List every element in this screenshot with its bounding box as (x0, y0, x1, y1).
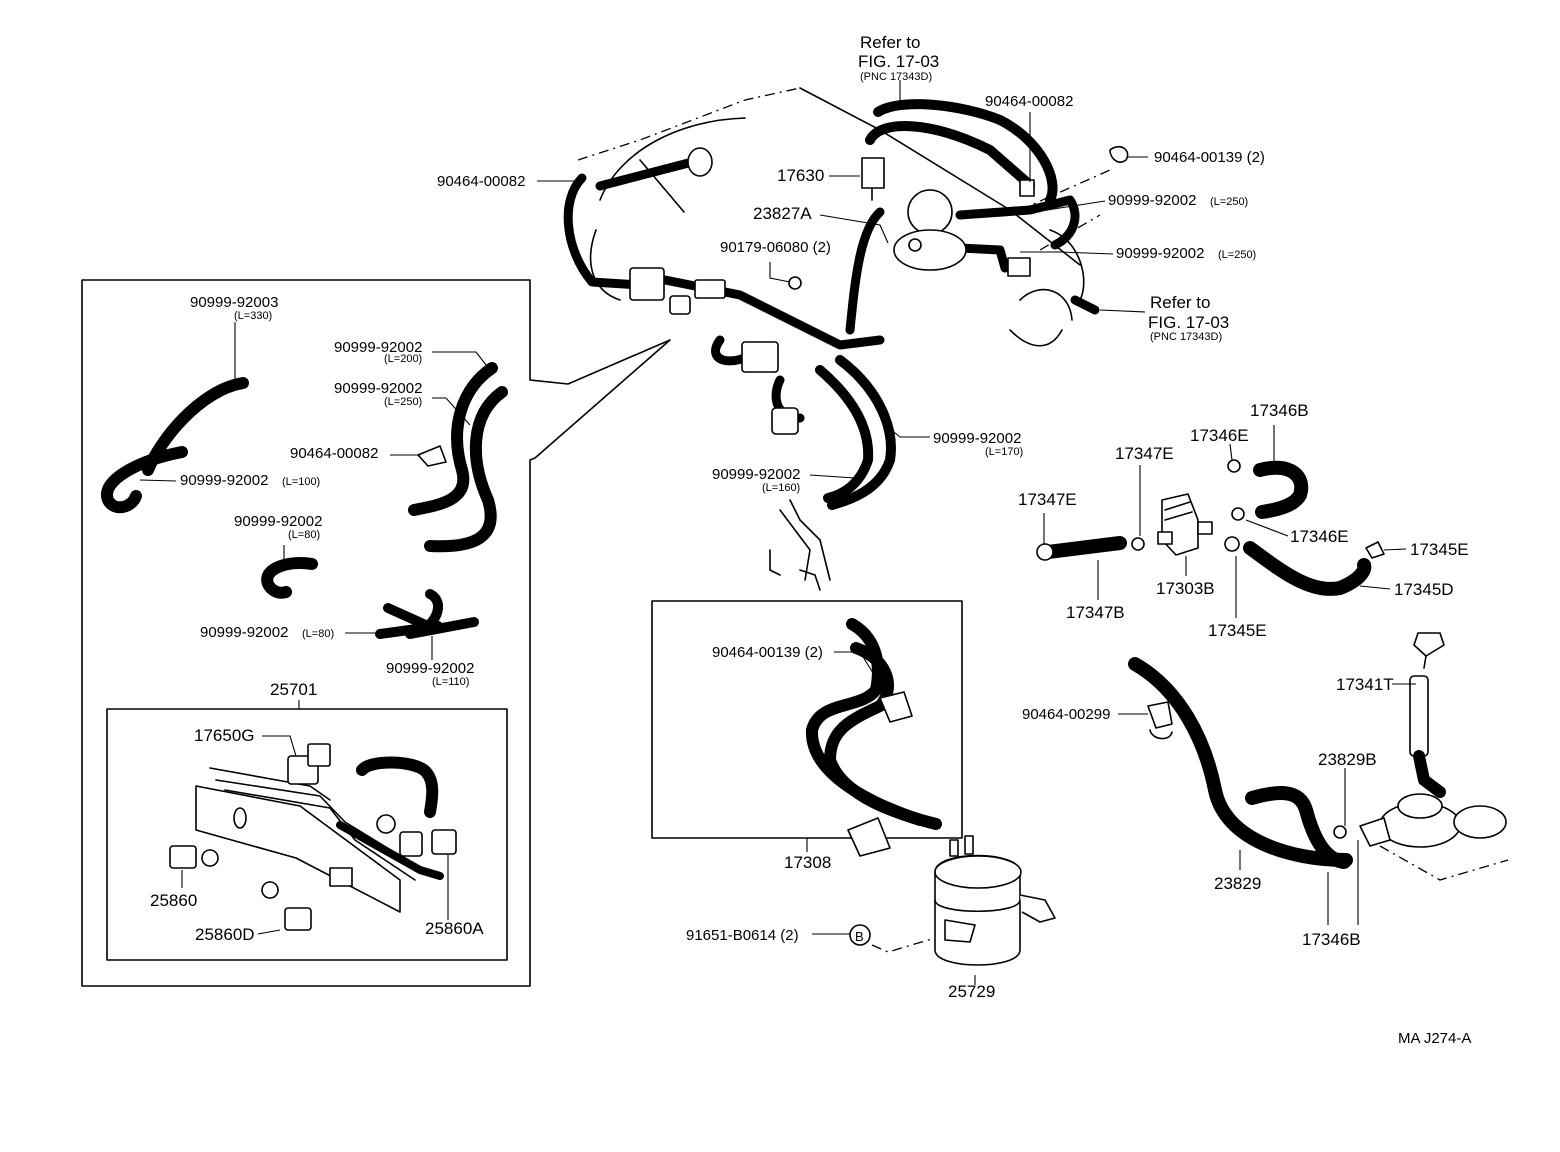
ref-right-line1: Refer to (1150, 293, 1210, 312)
label-90464-00139-top: 90464-00139 (2) (1154, 149, 1265, 166)
label-25729: 25729 (948, 982, 995, 1001)
label-90999-92002-top2: 90999-92002 (1116, 245, 1204, 262)
label-90999-92002-top1-len: (L=250) (1210, 196, 1248, 208)
ref-top-line3: (PNC 17343D) (860, 71, 932, 83)
leader-lines (537, 80, 1148, 479)
label-90999-92002-110-len: (L=110) (432, 676, 469, 688)
label-90999-92002-250: 90999-92002 (334, 380, 422, 397)
label-90999-92002-200: 90999-92002 (334, 339, 422, 356)
label-23829: 23829 (1214, 874, 1261, 893)
parts-23829-group: 17341T 90464-00299 23829B 23829 17346B (1022, 632, 1509, 949)
label-90464-00139-box: 90464-00139 (2) (712, 644, 823, 661)
label-17630: 17630 (777, 166, 824, 185)
label-90999-92002-top1: 90999-92002 (1108, 192, 1196, 209)
ref-right-line3: (PNC 17343D) (1150, 331, 1222, 343)
label-90999-92002-80a-len: (L=80) (288, 529, 320, 541)
bolt-marker-b: B (855, 929, 864, 944)
inset-17308: 90464-00139 (2) 17308 (651, 600, 963, 872)
parts-17303b-group: 17346B 17346E 17347E 17347E 17346E 17345… (1018, 401, 1469, 640)
label-90999-92002-110: 90999-92002 (386, 660, 474, 677)
label-90179-06080: 90179-06080 (2) (720, 239, 831, 256)
label-90999-92002-80a: 90999-92002 (234, 513, 322, 530)
label-17347E-b: 17347E (1018, 490, 1077, 509)
label-17346E-mid: 17346E (1290, 527, 1349, 546)
label-90999-92002-160: 90999-92002 (712, 466, 800, 483)
label-90999-92003: 90999-92003 (190, 294, 278, 311)
label-23829B: 23829B (1318, 750, 1377, 769)
engine-components (629, 145, 1129, 435)
figure-code: MA J274-A (1398, 1030, 1471, 1047)
label-17345D: 17345D (1394, 580, 1454, 599)
ref-top-line1: Refer to (860, 33, 920, 52)
ref-right-line2: FIG. 17-03 (1148, 313, 1229, 332)
label-17303B: 17303B (1156, 579, 1215, 598)
label-90999-92002-160-len: (L=160) (762, 482, 800, 494)
canister-25729: B 91651-B0614 (2) 25729 (686, 835, 1056, 1001)
label-90999-92002-170: 90999-92002 (933, 430, 1021, 447)
label-90999-92002-80b-len: (L=80) (302, 628, 334, 640)
label-90999-92002-top2-len: (L=250) (1218, 249, 1256, 261)
label-23827A: 23827A (753, 204, 812, 223)
label-90464-00299: 90464-00299 (1022, 706, 1110, 723)
label-90999-92002-250-len: (L=250) (384, 396, 422, 408)
engine-hose-harness (563, 99, 1100, 591)
label-25860: 25860 (150, 891, 197, 910)
label-17346B-top: 17346B (1250, 401, 1309, 420)
label-inset-90464-00082: 90464-00082 (290, 445, 378, 462)
label-17341T: 17341T (1336, 675, 1394, 694)
label-90464-00082-left: 90464-00082 (437, 173, 525, 190)
inset-hose-kit: 90999-92003 (L=330) 90999-92002 (L=200) … (81, 279, 671, 987)
label-90999-92002-170-len: (L=170) (985, 446, 1023, 458)
engine-outline (577, 87, 1111, 347)
label-90999-92002-200-len: (L=200) (384, 353, 422, 365)
label-90999-92002-100: 90999-92002 (180, 472, 268, 489)
label-17345E-bottom: 17345E (1208, 621, 1267, 640)
label-25701: 25701 (270, 680, 317, 699)
label-25860A: 25860A (425, 919, 484, 938)
label-17347B: 17347B (1066, 603, 1125, 622)
ref-top-line2: FIG. 17-03 (858, 52, 939, 71)
label-91651-b0614: 91651-B0614 (2) (686, 927, 799, 944)
label-90999-92002-80b: 90999-92002 (200, 624, 288, 641)
label-17346B-bottom: 17346B (1302, 930, 1361, 949)
label-17308: 17308 (784, 853, 831, 872)
label-25860D: 25860D (195, 925, 255, 944)
label-17650G: 17650G (194, 726, 255, 745)
main-labels: Refer to FIG. 17-03 (PNC 17343D) 90464-0… (437, 33, 1265, 494)
label-17347E-a: 17347E (1115, 444, 1174, 463)
label-17345E-right: 17345E (1410, 540, 1469, 559)
label-90999-92003-len: (L=330) (234, 310, 272, 322)
label-17346E-top: 17346E (1190, 426, 1249, 445)
label-90464-00082-top: 90464-00082 (985, 93, 1073, 110)
label-90999-92002-100-len: (L=100) (282, 476, 320, 488)
